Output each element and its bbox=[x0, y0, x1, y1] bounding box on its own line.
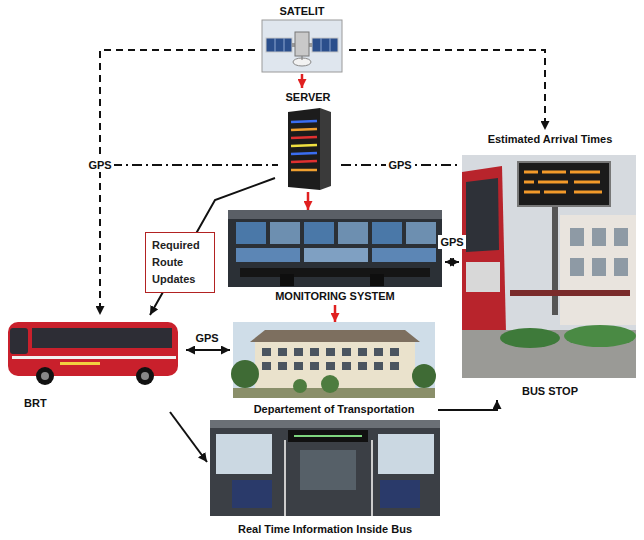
bus-interior-picture bbox=[210, 420, 440, 516]
node-caption: Estimated Arrival Times bbox=[459, 132, 641, 146]
gps-link bbox=[100, 50, 255, 315]
edge-label: GPS bbox=[193, 331, 220, 345]
satellite-node: SATELIT bbox=[255, 2, 349, 74]
edge-label: GPS bbox=[386, 158, 413, 172]
flow-arrow bbox=[307, 192, 310, 210]
flow-arrow bbox=[186, 349, 230, 351]
node-caption: MONITORING SYSTEM bbox=[225, 289, 445, 303]
node-caption: BUS STOP bbox=[459, 384, 641, 398]
edge-label: GPS bbox=[438, 235, 465, 249]
satellite-picture bbox=[262, 20, 342, 72]
node-caption: BRT bbox=[2, 396, 186, 410]
bus-interior-node: Real Time Information Inside Bus bbox=[207, 420, 443, 538]
department-node: Departement of Transportation bbox=[230, 322, 438, 418]
flow-arrow bbox=[170, 412, 207, 462]
flow-arrow bbox=[438, 400, 497, 410]
node-caption: Real Time Information Inside Bus bbox=[207, 522, 443, 536]
node-caption: Departement of Transportation bbox=[230, 402, 438, 416]
flow-arrow bbox=[445, 261, 459, 263]
office-building-picture bbox=[231, 322, 436, 398]
monitoring-node: MONITORING SYSTEM bbox=[225, 210, 445, 305]
node-caption: SATELIT bbox=[255, 4, 349, 18]
flow-arrow bbox=[301, 74, 304, 88]
bus-stop-picture bbox=[462, 155, 636, 378]
bus-stop-node: Estimated Arrival TimesBUS STOP bbox=[459, 130, 641, 400]
callout-box: Required Route Updates bbox=[145, 232, 215, 293]
edge-label: GPS bbox=[86, 158, 113, 172]
server-node: SERVER bbox=[275, 88, 341, 192]
gps-lead-line bbox=[112, 164, 278, 166]
server-picture bbox=[288, 108, 331, 190]
bus-picture bbox=[8, 322, 178, 385]
monitoring-room-picture bbox=[228, 210, 442, 287]
node-caption: SERVER bbox=[275, 90, 341, 104]
bus-node: BRT bbox=[2, 315, 186, 412]
gps-link bbox=[349, 50, 545, 130]
flow-arrow bbox=[334, 305, 337, 322]
